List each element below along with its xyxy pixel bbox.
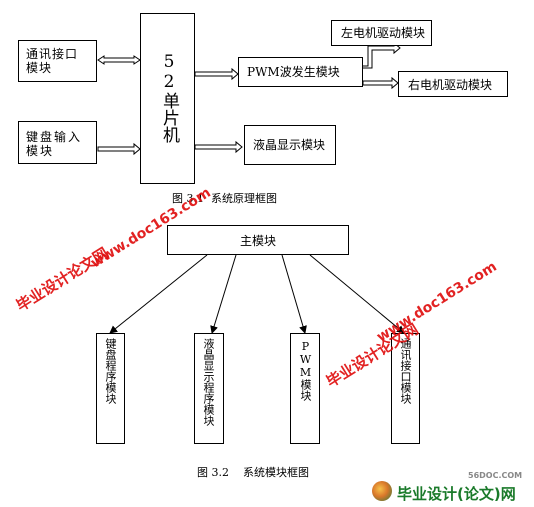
lcd-program-label: 液晶显示程序模块 [202, 338, 215, 426]
pwm-generator-label: PWM波发生模块 [247, 65, 340, 79]
mcu-box: 52单片机 [140, 13, 195, 184]
pwm-program-label: PWM模块 [299, 340, 312, 401]
tree-arrow-keyboard [109, 254, 208, 334]
figure1-caption: 图 3.1 系统原理框图 [172, 192, 277, 205]
left-motor-box: 左电机驱动模块 [331, 20, 432, 46]
keyboard-program-box: 键盘程序模块 [96, 333, 125, 444]
figure2-caption: 图 3.2 系统模块框图 [197, 466, 309, 479]
tree-arrow-pwm [281, 254, 307, 334]
lcd-program-box: 液晶显示程序模块 [194, 333, 224, 444]
right-motor-box: 右电机驱动模块 [398, 71, 508, 97]
keyboard-mcu-arrow [97, 142, 141, 156]
left-motor-label: 左电机驱动模块 [341, 26, 426, 40]
pwm-generator-box: PWM波发生模块 [238, 57, 363, 87]
comm-program-box: 通讯接口模块 [391, 333, 420, 444]
logo-main-text: 毕业设计(论文)网 [397, 485, 516, 503]
tree-arrow-comm [309, 254, 405, 334]
mcu-pwm-arrow [194, 67, 239, 81]
pwm-program-box: PWM模块 [290, 333, 320, 444]
keyboard-program-label: 键盘程序模块 [104, 338, 117, 404]
mcu-label: 52单片机 [159, 52, 179, 143]
lcd-display-box: 液晶显示模块 [244, 125, 336, 165]
main-module-label: 主模块 [240, 234, 277, 248]
tree-arrow-lcd [210, 254, 237, 334]
lcd-display-label: 液晶显示模块 [253, 138, 326, 152]
pwm-left-arrow [363, 41, 401, 69]
logo-emblem-icon [372, 481, 392, 501]
main-module-box: 主模块 [167, 225, 349, 255]
keyboard-input-box: 键盘输入 模块 [18, 121, 97, 164]
comm-interface-label: 通讯接口 模块 [26, 47, 79, 75]
keyboard-input-label: 键盘输入 模块 [26, 130, 83, 158]
logo-small-text: 56DOC.COM [468, 471, 523, 480]
right-motor-label: 右电机驱动模块 [408, 78, 493, 92]
comm-interface-box: 通讯接口 模块 [18, 40, 97, 82]
comm-mcu-arrow [97, 55, 141, 65]
comm-program-label: 通讯接口模块 [399, 338, 412, 404]
pwm-right-arrow [362, 76, 399, 90]
mcu-lcd-arrow [194, 140, 243, 154]
